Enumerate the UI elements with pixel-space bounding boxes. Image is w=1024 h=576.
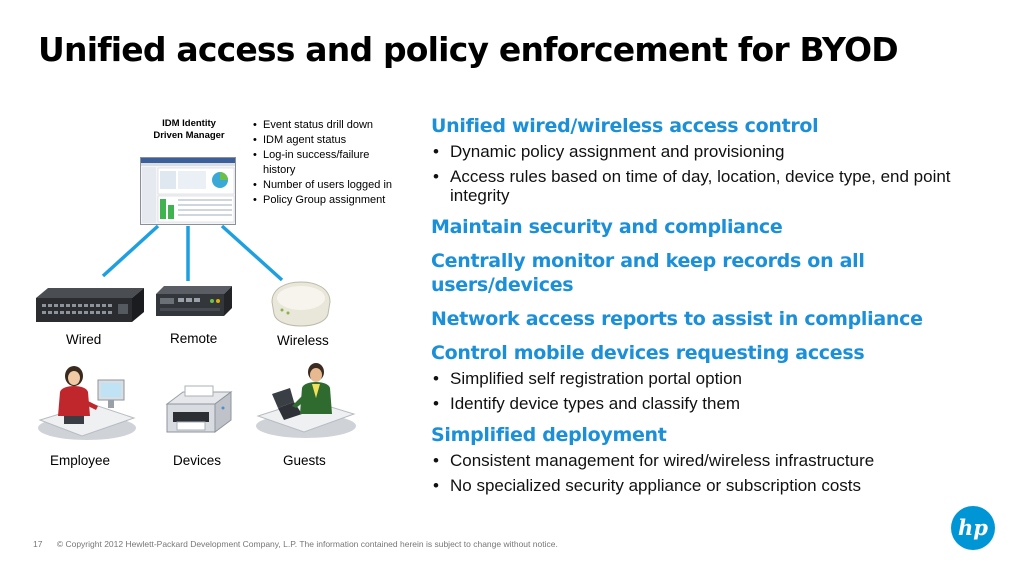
section-heading: Simplified deployment (431, 424, 667, 446)
printer-icon (165, 385, 233, 433)
wired-label: Wired (66, 332, 102, 347)
bullet-item: Identify device types and classify them (431, 394, 1001, 413)
employee-desk-icon (38, 366, 136, 440)
idm-feature-item: Policy Group assignment (253, 193, 403, 208)
bullet-item: Consistent management for wired/wireless… (431, 451, 1001, 470)
features-column: Unified wired/wireless access control Dy… (431, 114, 1001, 505)
idm-screenshot-icon (140, 157, 236, 225)
idm-feature-item: IDM agent status (253, 133, 403, 148)
section-security-compliance: Maintain security and compliance (431, 215, 1001, 239)
idm-feature-item: Event status drill down (253, 118, 403, 133)
guest-laptop-icon (256, 363, 356, 438)
slide-title: Unified access and policy enforcement fo… (38, 30, 899, 69)
section-heading: Maintain security and compliance (431, 216, 783, 238)
network-switch-icon (36, 288, 144, 322)
footer: 17 © Copyright 2012 Hewlett-Packard Deve… (33, 539, 558, 549)
section-mobile-devices: Control mobile devices requesting access… (431, 341, 1001, 413)
bullet-item: No specialized security appliance or sub… (431, 476, 1001, 495)
bullet-item: Access rules based on time of day, locat… (431, 167, 1001, 205)
idm-feature-list: Event status drill down IDM agent status… (253, 118, 403, 208)
section-central-monitor: Centrally monitor and keep records on al… (431, 249, 1001, 297)
guests-label: Guests (283, 453, 326, 468)
devices-label: Devices (173, 453, 222, 468)
section-heading: Unified wired/wireless access control (431, 115, 819, 137)
wireless-label: Wireless (277, 333, 329, 348)
section-access-control: Unified wired/wireless access control Dy… (431, 114, 1001, 205)
idm-feature-item: Log-in success/failure history (253, 148, 403, 178)
section-bullets: Consistent management for wired/wireless… (431, 451, 1001, 495)
remote-label: Remote (170, 331, 218, 346)
section-heading: Control mobile devices requesting access (431, 342, 865, 364)
section-bullets: Dynamic policy assignment and provisioni… (431, 142, 1001, 205)
page-number: 17 (33, 539, 43, 549)
bullet-item: Dynamic policy assignment and provisioni… (431, 142, 1001, 161)
section-deployment: Simplified deployment Consistent managem… (431, 423, 1001, 495)
bullet-item: Simplified self registration portal opti… (431, 369, 1001, 388)
connector-lines (101, 224, 284, 282)
section-access-reports: Network access reports to assist in comp… (431, 307, 1001, 331)
section-heading: Network access reports to assist in comp… (431, 308, 923, 330)
section-bullets: Simplified self registration portal opti… (431, 369, 1001, 413)
wireless-access-point-icon (271, 281, 331, 327)
employee-label: Employee (50, 453, 111, 468)
idm-feature-item: Number of users logged in (253, 178, 403, 193)
section-heading: Centrally monitor and keep records on al… (431, 250, 865, 296)
idm-label: IDM Identity Driven Manager (153, 118, 225, 141)
remote-router-icon (156, 286, 232, 316)
hp-logo-icon: hp (951, 506, 995, 550)
svg-text:hp: hp (958, 515, 988, 540)
copyright-notice: © Copyright 2012 Hewlett-Packard Develop… (56, 539, 558, 549)
